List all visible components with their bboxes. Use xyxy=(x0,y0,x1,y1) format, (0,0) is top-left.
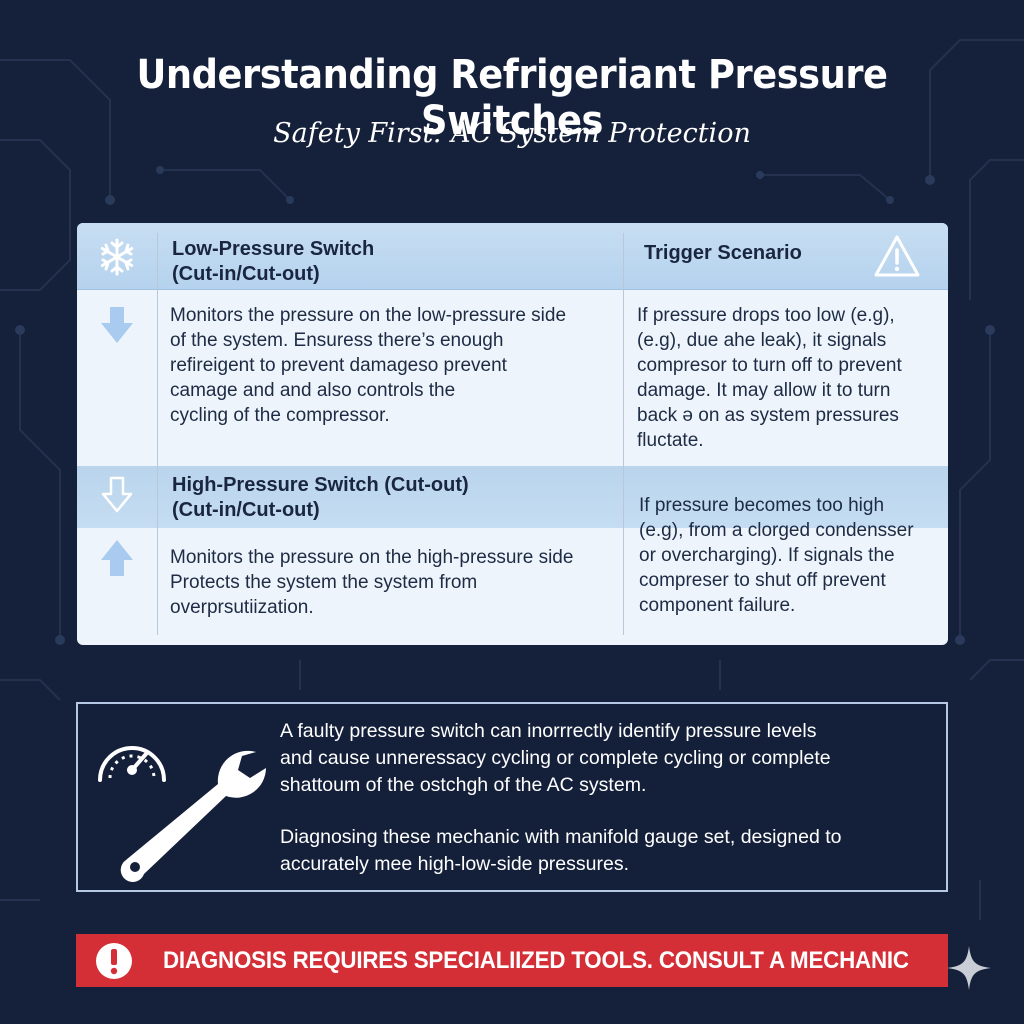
low-switch-description: Monitors the pressure on the low-pressur… xyxy=(170,305,567,426)
arrow-down-icon xyxy=(101,307,133,343)
gauge-icon xyxy=(98,746,166,782)
trigger-scenario-header: Trigger Scenario xyxy=(644,242,802,264)
divider xyxy=(77,289,948,290)
high-switch-scenario: If pressure becomes too high (e.g), from… xyxy=(639,495,914,616)
high-switch-title: High-Pressure Switch (Cut-out) xyxy=(172,474,469,496)
high-switch-subtitle: (Cut-in/Cut-out) xyxy=(172,499,320,521)
low-header-band xyxy=(77,223,948,289)
info-box: A faulty pressure switch can inorrrectly… xyxy=(76,702,948,892)
warning-banner: DIAGNOSIS REQUIRES SPECIALIIZED TOOLS. C… xyxy=(76,934,948,987)
high-header-band xyxy=(77,466,948,528)
snowflake-icon xyxy=(100,238,134,276)
sparkle-icon xyxy=(947,946,991,990)
wrench-icon xyxy=(120,750,266,882)
divider xyxy=(157,233,158,635)
info-paragraph-2: Diagnosing these mechanic with manifold … xyxy=(280,826,842,875)
arrow-down-outline-icon xyxy=(101,476,133,513)
divider xyxy=(623,233,624,635)
page-title: Understanding Refrigeriant Pressure Swit… xyxy=(136,52,888,144)
exclamation-circle-icon xyxy=(96,943,132,979)
low-switch-subtitle: (Cut-in/Cut-out) xyxy=(172,263,320,285)
high-switch-description: Monitors the pressure on the high-pressu… xyxy=(170,547,574,618)
warning-triangle-icon xyxy=(874,235,920,277)
low-switch-scenario: If pressure drops too low (e.g), (e.g), … xyxy=(637,305,902,451)
pressure-switch-table: Low-Pressure Switch (Cut-in/Cut-out) Tri… xyxy=(77,223,948,645)
arrow-up-icon xyxy=(101,540,133,576)
low-switch-title: Low-Pressure Switch xyxy=(172,238,375,260)
warning-text: DIAGNOSIS REQUIRES SPECIALIIZED TOOLS. C… xyxy=(163,947,909,974)
page-subtitle: Safety First: AC System Protection xyxy=(273,118,751,149)
info-paragraph-1: A faulty pressure switch can inorrrectly… xyxy=(280,720,831,796)
